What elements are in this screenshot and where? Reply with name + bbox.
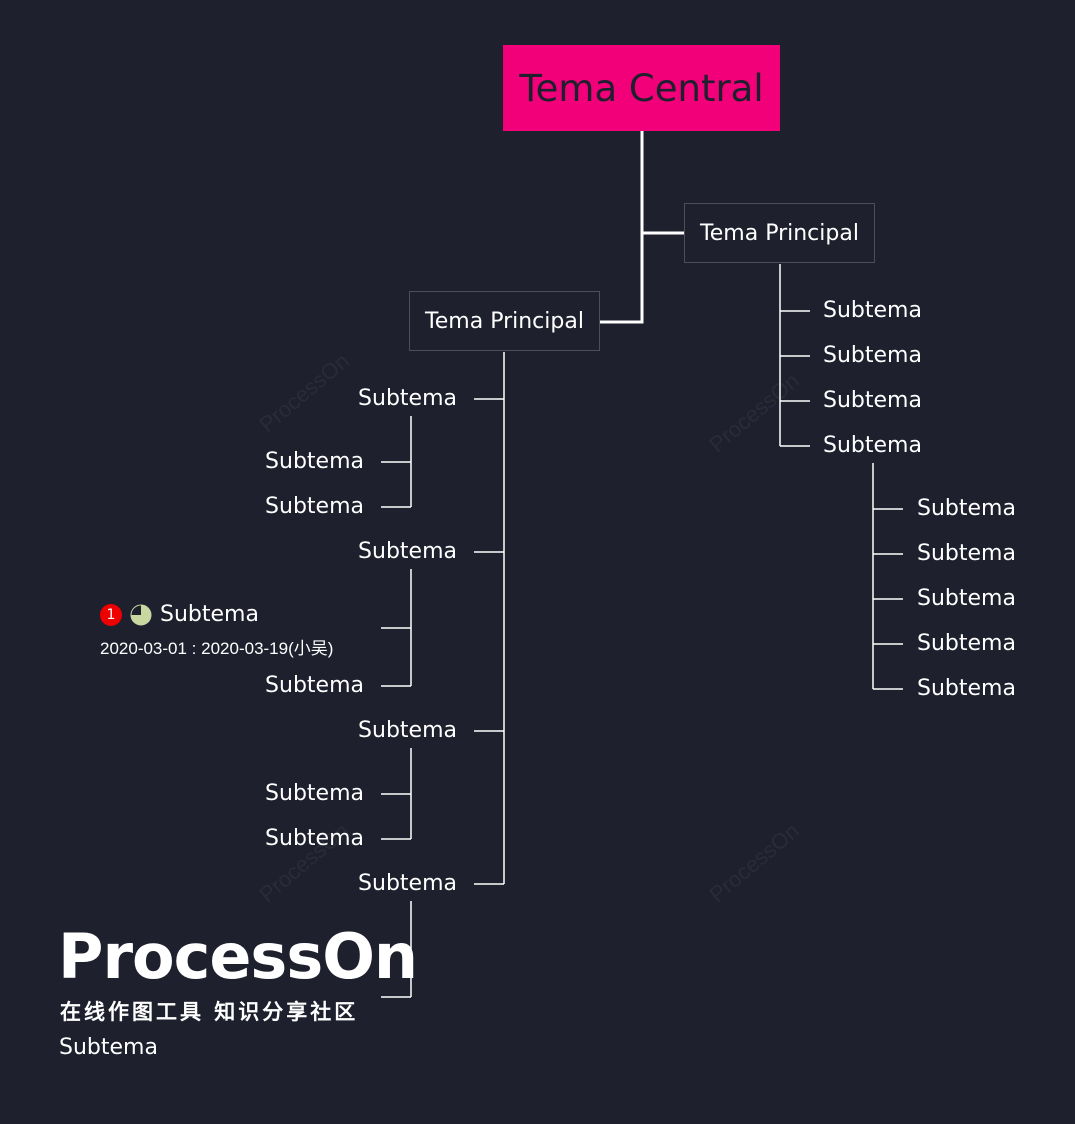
main-topic-left[interactable]: Tema Principal — [409, 291, 600, 351]
subtopic[interactable]: Subtema — [59, 1035, 158, 1060]
task-subtopic[interactable]: 1 Subtema — [100, 602, 259, 627]
subtopic[interactable]: Subtema — [823, 298, 922, 323]
subtopic[interactable]: Subtema — [265, 673, 364, 698]
subtopic[interactable]: Subtema — [917, 496, 1016, 521]
subtopic[interactable]: Subtema — [358, 718, 457, 743]
subtopic[interactable]: Subtema — [265, 826, 364, 851]
subtopic[interactable]: Subtema — [265, 494, 364, 519]
subtopic[interactable]: Subtema — [358, 871, 457, 896]
progress-pie-icon — [130, 604, 152, 625]
processon-slogan: 在线作图工具 知识分享社区 — [60, 1000, 359, 1024]
subtopic[interactable]: Subtema — [823, 433, 922, 458]
priority-1-icon: 1 — [100, 603, 122, 626]
subtopic[interactable]: Subtema — [358, 386, 457, 411]
processon-logo: ProcessOn — [58, 920, 418, 993]
task-label: Subtema — [160, 602, 259, 627]
subtopic[interactable]: Subtema — [917, 631, 1016, 656]
subtopic[interactable]: Subtema — [917, 676, 1016, 701]
main-topic-right[interactable]: Tema Principal — [684, 203, 875, 263]
central-topic[interactable]: Tema Central — [503, 45, 780, 131]
subtopic[interactable]: Subtema — [358, 539, 457, 564]
task-dates: 2020-03-01 : 2020-03-19(小吴) — [100, 639, 334, 658]
subtopic[interactable]: Subtema — [917, 541, 1016, 566]
subtopic[interactable]: Subtema — [823, 388, 922, 413]
subtopic[interactable]: Subtema — [917, 586, 1016, 611]
subtopic[interactable]: Subtema — [265, 449, 364, 474]
subtopic[interactable]: Subtema — [265, 781, 364, 806]
subtopic[interactable]: Subtema — [823, 343, 922, 368]
